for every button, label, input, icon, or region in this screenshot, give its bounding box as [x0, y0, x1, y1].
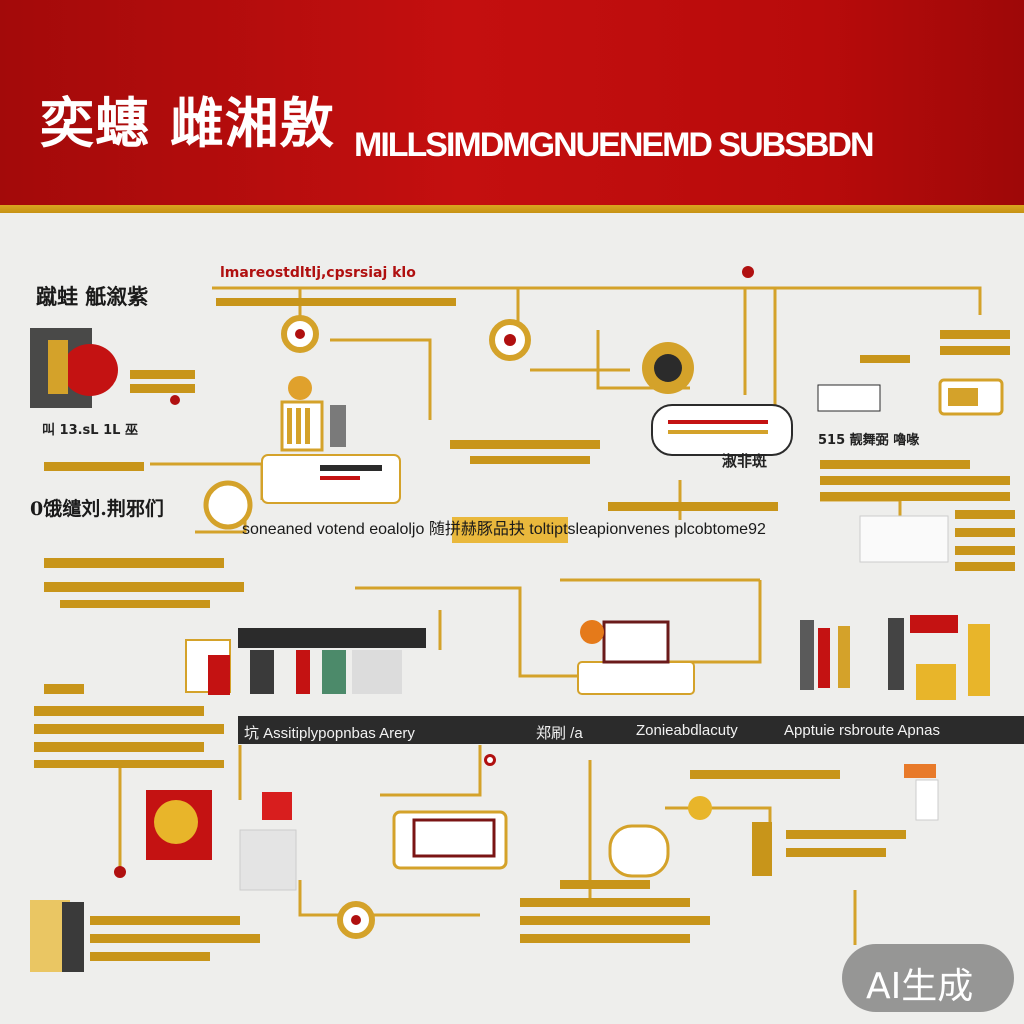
long-caption: soneaned votend eoaloljo 随拼赫豚品抉 toltipts…	[242, 521, 766, 538]
header-banner	[0, 0, 1024, 206]
mid-left-heading: 0饿缱刘.荆邪们	[30, 498, 164, 520]
activity-band	[238, 716, 1024, 744]
left-code-label: 叫 13.sL 1L 巫	[42, 423, 138, 438]
band-item-1: 坑 Assitiplypopnbas Arery	[244, 725, 415, 742]
ai-generated-badge	[842, 944, 1014, 1012]
band-item-4: Apptuie rsbroute Apnas	[784, 722, 940, 739]
top-banner-label: lmareostdltlj,cpsrsiaj klo	[220, 265, 416, 281]
band-item-2: 郑刷 /a	[536, 725, 583, 742]
page-title-en: MILLSIMDMGNUENEMD SUBSBDN	[354, 126, 875, 164]
band-item-3: Zonieabdlacuty	[636, 722, 738, 739]
mid-center-label: 淑非斑	[722, 452, 768, 470]
header-gold-rule	[0, 205, 1024, 213]
ai-generated-label: AI生成	[866, 966, 974, 1007]
caption-highlight	[452, 517, 568, 543]
left-heading: 蹴蛙 觗溆紫	[36, 284, 149, 309]
page-title-cn: 奕蟪 雌湘敫	[40, 91, 335, 155]
right-cluster-label: 515 靓舞弼 嚕喙	[818, 433, 920, 448]
